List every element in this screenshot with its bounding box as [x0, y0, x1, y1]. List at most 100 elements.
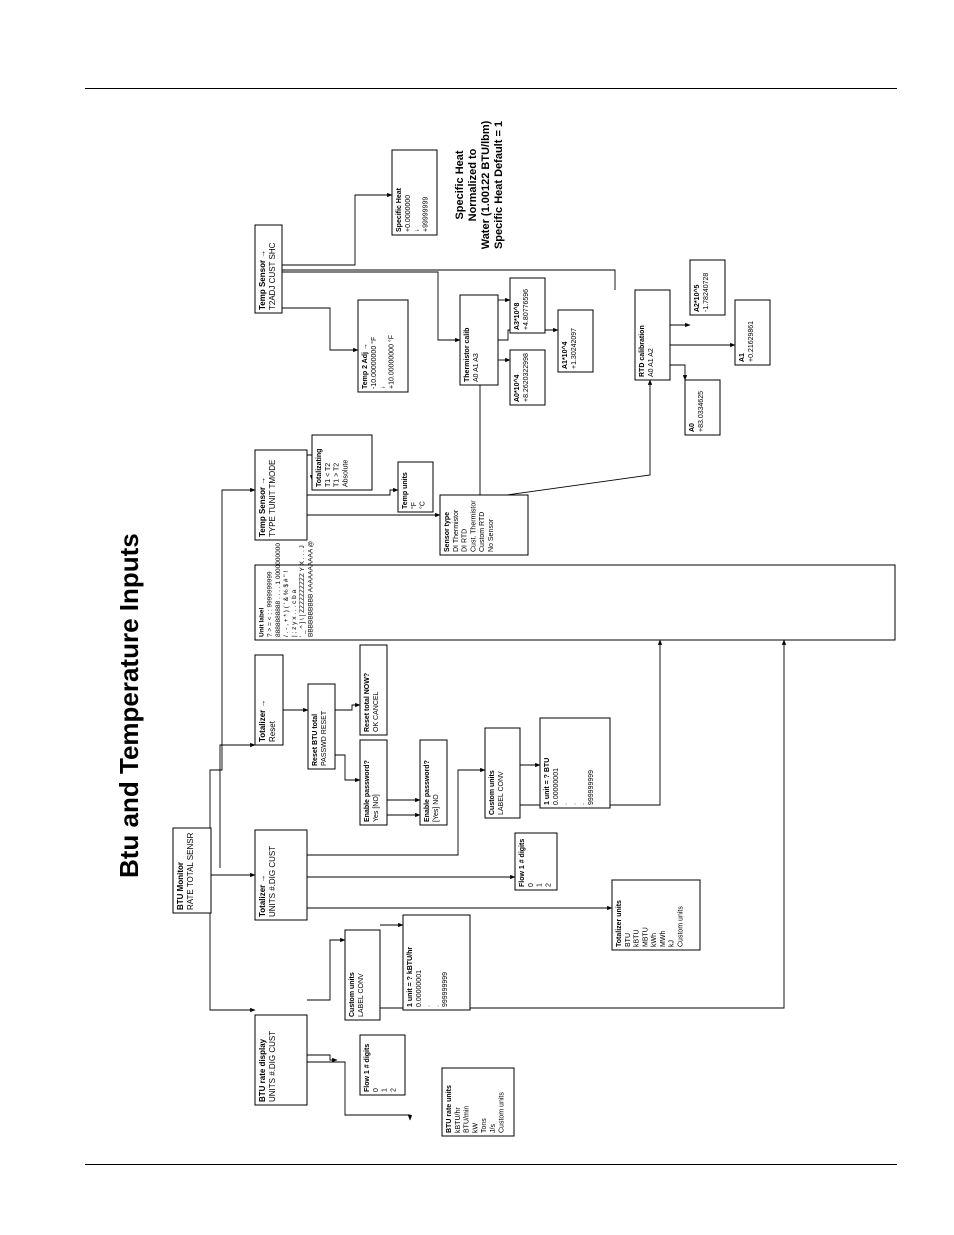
- totalizer-units-list-frame: [611, 879, 701, 951]
- thermistor-calib-line: Thermistor calib: [464, 328, 471, 382]
- temp-units-line: °C: [419, 501, 427, 509]
- temp-units-line: Temp units: [402, 472, 409, 509]
- enable-password-yes-frame: [419, 739, 448, 826]
- temp-sensor-adj-box[interactable]: Temp Sensor →T2ADJ CUST SHC: [254, 224, 283, 314]
- temp2-adj-box[interactable]: Temp 2 Adj →-10.00000000 °F↓+10.00000000…: [357, 299, 409, 393]
- specific-heat-line: +0.0000000: [405, 195, 412, 232]
- rtd-a2-line: -1.78240728: [703, 273, 710, 312]
- rtd-a0-line: +83.0334625: [698, 391, 705, 432]
- specific-heat-note-line: Normalized to: [467, 148, 479, 221]
- header-rule: [85, 88, 897, 89]
- enable-password-yes-line: Enable password?: [424, 760, 431, 822]
- temp-sensor-type-line: Temp Sensor →: [258, 477, 267, 537]
- specific-heat-line: ↓: [414, 229, 421, 233]
- totalizer-custom-units-frame: [484, 727, 521, 819]
- enable-password-line: Enable password?: [364, 760, 371, 822]
- therm-a3-line: A3*10^8: [513, 302, 521, 330]
- totalizer-units-list-line: MBTU: [642, 927, 649, 947]
- totalizer-conversion-line: 1 unit = ? BTU: [544, 758, 551, 805]
- rate-units-list-line: kBTU/hr: [455, 1107, 462, 1133]
- rtd-a1-box[interactable]: A1+0.21629861: [734, 299, 771, 366]
- therm-a0-box[interactable]: A0*10^4+8.2620322998: [509, 349, 546, 406]
- totalizer-conversion-frame: [539, 717, 611, 809]
- rate-units-list-line: J/s: [490, 1124, 497, 1133]
- rate-custom-units-frame: [344, 929, 381, 1021]
- specific-heat-note-line: Specific Heat: [454, 150, 466, 219]
- temp-units-box[interactable]: Temp units°F°C: [397, 461, 434, 513]
- tmode-list-frame: [311, 434, 373, 491]
- totalizer-units-list-line: kWh: [651, 933, 658, 947]
- temp-units-frame: [397, 461, 434, 513]
- btu-monitor-frame: [172, 827, 212, 914]
- therm-a0-frame: [509, 349, 546, 406]
- temp-units-line: °F: [410, 502, 418, 509]
- rtd-a2-line: A2*10^5: [693, 284, 701, 312]
- totalizer-units-menu-line: UNITS #.DIG CUST: [268, 846, 277, 917]
- rate-digits-frame: [359, 1034, 406, 1096]
- reset-total-now-line: OK CANCEL: [373, 691, 380, 732]
- rtd-a2-box[interactable]: A2*10^5-1.78240728: [689, 259, 726, 316]
- totalizer-units-list-line: Custom units: [677, 906, 684, 947]
- therm-a3-frame: [509, 277, 546, 334]
- therm-a1-box[interactable]: A1*10^4+1.30242097: [557, 309, 594, 373]
- rtd-a0-frame: [684, 379, 721, 436]
- tmode-list-line: T1 < T2: [325, 463, 332, 487]
- totalizer-reset-menu-line: Totalizer →: [258, 699, 267, 742]
- reset-total-now-box[interactable]: Reset total NOW?OK CANCEL: [359, 644, 388, 736]
- specific-heat-box[interactable]: Specific Heat+0.0000000↓+99999999: [391, 149, 438, 236]
- tmode-list-line: Totalizating: [316, 449, 323, 487]
- btu-rate-display-line: UNITS #.DIG CUST: [268, 1031, 277, 1102]
- sensor-type-list-line: DI RTD: [462, 529, 469, 552]
- totalizer-reset-box[interactable]: Totalizer →Reset: [254, 654, 284, 746]
- totalizer-units-box[interactable]: Totalizer →UNITS #.DIG CUST: [254, 829, 308, 921]
- specific-heat-note-line: Water (1.00122 BTU/lbm): [480, 120, 492, 249]
- rtd-a1-line: A1: [739, 353, 746, 362]
- therm-a3-box[interactable]: A3*10^8+4.80776596: [509, 277, 546, 334]
- totalizer-conversion-line: .: [579, 803, 586, 805]
- temp-sensor-type-line: TYPE TUNIT TMODE: [268, 460, 277, 537]
- thermistor-calib-line: A0 A1 A3: [473, 353, 480, 382]
- reset-btu-total-line: Reset BTU total: [312, 714, 319, 766]
- totalizer-conversion-line: .: [570, 803, 577, 805]
- therm-a1-line: A1*10^4: [561, 341, 569, 369]
- totalizer-digits-line: 0: [528, 883, 535, 887]
- reset-btu-total-frame: [307, 683, 336, 770]
- reset-total-now-frame: [359, 644, 388, 736]
- rate-custom-units-line: Custom units: [349, 972, 356, 1017]
- reset-total-now-line: Reset total NOW?: [364, 673, 371, 732]
- unit-label-chars-line: ? > = < ; : 9999999999: [267, 571, 274, 637]
- unit-label-chars-line: 8888888888 . . . . 1 0000000000: [275, 543, 282, 637]
- rate-conversion-frame: [402, 914, 471, 1011]
- specific-heat-line: Specific Heat: [396, 187, 403, 232]
- therm-a1-line: +1.30242097: [571, 328, 578, 369]
- totalizer-units-list-line: kBTU: [634, 930, 641, 948]
- therm-a3-line: +4.80776596: [523, 289, 530, 330]
- totalizer-digits-line: Flow 1 # digits: [519, 839, 526, 887]
- enable-password-yes-box[interactable]: Enable password?[Yes] NO: [419, 739, 448, 826]
- tmode-list-line: Absolute: [342, 460, 349, 487]
- temp-sensor-type-box[interactable]: Temp Sensor →TYPE TUNIT TMODE: [254, 449, 308, 541]
- rate-digits-line: Flow 1 # digits: [364, 1044, 371, 1092]
- totalizer-custom-units-line: LABEL CONV: [498, 771, 505, 815]
- specific-heat-line: +99999999: [422, 197, 429, 232]
- enable-password-box[interactable]: Enable password?Yes [NO]: [359, 739, 388, 826]
- rtd-a0-box[interactable]: A0+83.0334625: [684, 379, 721, 436]
- specific-heat-frame: [391, 149, 438, 236]
